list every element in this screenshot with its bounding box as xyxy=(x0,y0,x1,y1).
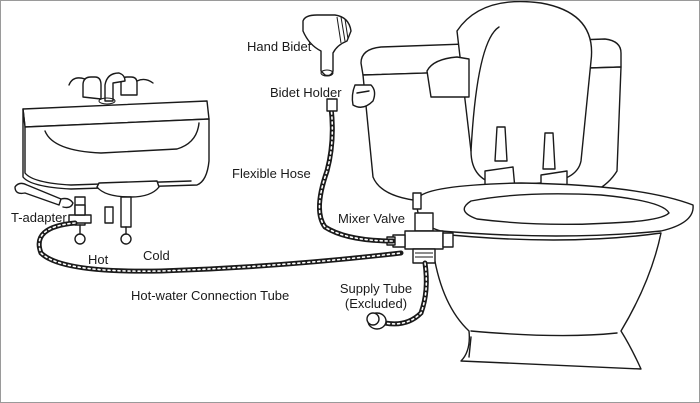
supply-tube-label: Supply Tube (Excluded) xyxy=(336,281,416,311)
wrench-icon xyxy=(14,182,74,209)
sink xyxy=(22,72,210,245)
hot-water-tube-label: Hot-water Connection Tube xyxy=(131,288,290,303)
flexible-hose-label: Flexible Hose xyxy=(232,166,311,181)
t-adapter xyxy=(68,204,92,224)
hot-label: Hot xyxy=(88,252,109,267)
supply-tube-label-line2: (Excluded) xyxy=(344,296,408,311)
bidet-holder xyxy=(351,84,376,108)
t-adapter-label: T-adapter xyxy=(11,210,67,225)
supply-tube xyxy=(366,260,429,330)
mixer-valve-label: Mixer Valve xyxy=(338,211,405,226)
cold-label: Cold xyxy=(143,248,170,263)
hand-bidet xyxy=(302,14,352,77)
mixer-valve xyxy=(386,212,454,264)
flexible-hose xyxy=(317,98,396,244)
supply-tube-label-line1: Supply Tube xyxy=(339,281,413,296)
toilet xyxy=(360,1,694,370)
hand-bidet-label: Hand Bidet xyxy=(247,39,312,54)
hot-water-connection-tube xyxy=(36,220,404,274)
bidet-holder-label: Bidet Holder xyxy=(270,85,342,100)
